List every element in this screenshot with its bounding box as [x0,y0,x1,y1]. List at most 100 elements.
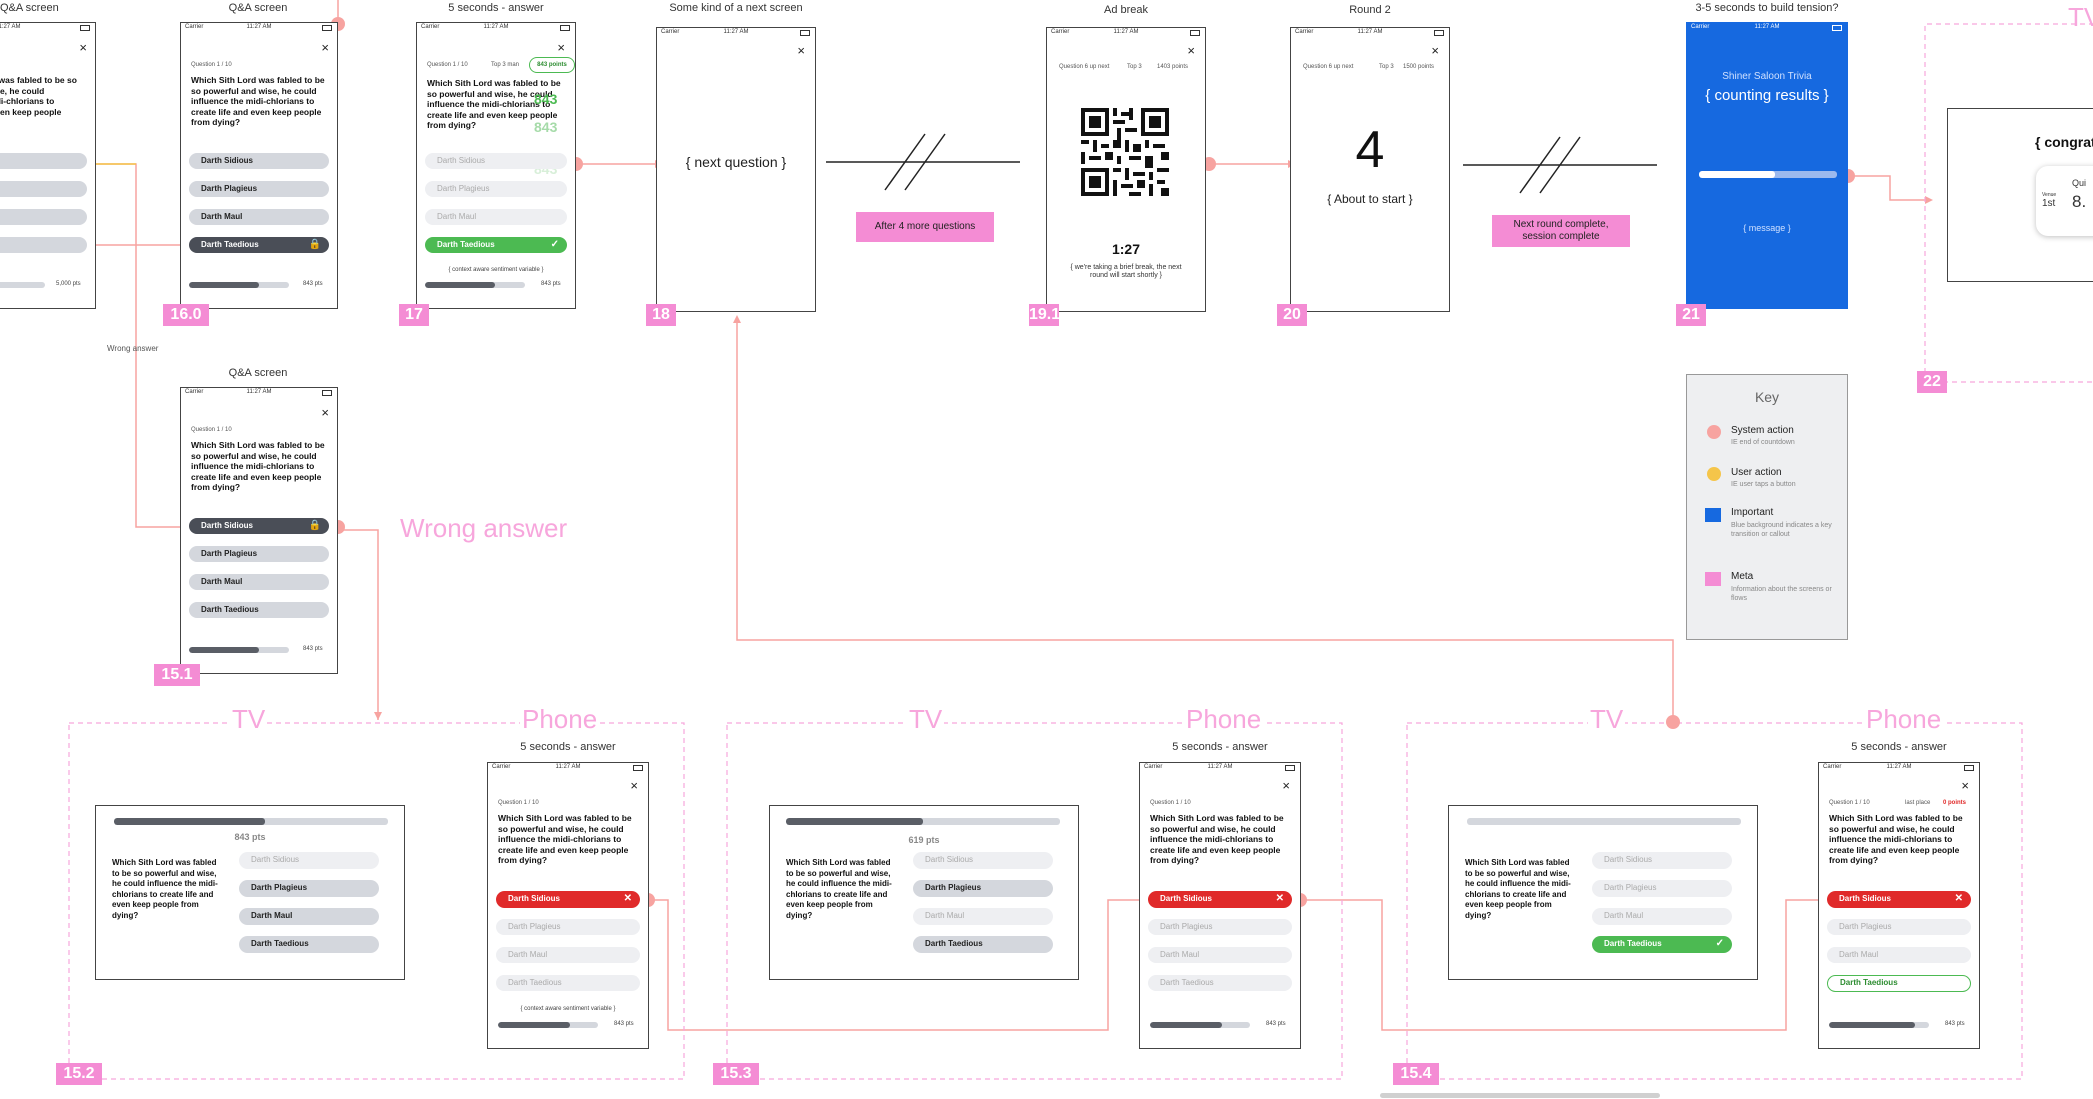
status-time: 11:27 AM [246,24,272,30]
answer-option: Darth Plagieus [496,919,640,935]
screen-badge: 20 [1277,304,1307,326]
qr-code-icon [1081,108,1169,196]
screen-badge: 16.0 [163,304,209,326]
answer-option: Darth Plagieus [1827,919,1971,935]
carrier-label: Carrier [661,29,680,35]
countdown-number: 4 [1355,121,1385,179]
tv-progress [786,818,1060,825]
close-icon[interactable]: × [321,40,329,55]
battery-icon [560,25,570,31]
answer-option-wrong: Darth Sidious✕ [1827,891,1971,908]
legend-key: Key System action IE end of countdown Us… [1686,374,1848,640]
answer-option[interactable]: Darth Maul [0,209,87,225]
quiz-label: Qui [2072,178,2087,188]
score-value: 8. [2072,192,2087,211]
screen-badge: 15.2 [56,1063,102,1085]
answer-option[interactable]: Darth Maul [189,574,329,590]
battery-icon [1190,30,1200,36]
answer-option[interactable]: Darth Maul [189,209,329,225]
screen-title: Q&A screen [0,2,59,14]
status-time: 11:27 AM [1113,29,1139,35]
wrong-answer-label: Wrong answer [107,344,159,353]
close-icon[interactable]: × [1431,43,1439,58]
status-time: 11:27 AM [0,24,21,30]
answer-option: Darth Taedious [496,975,640,991]
close-icon[interactable]: × [1961,778,1969,793]
answer-option[interactable]: Darth Plagieus [189,181,329,197]
status-time: 11:27 AM [1886,764,1912,770]
next-question-placeholder: { next question } [685,154,787,170]
key-sub: IE end of countdown [1731,439,1795,446]
answer-option-correct: Darth Taedious✓ [425,237,567,253]
battery-icon [1964,765,1974,771]
tv-screen-22: { congrat Qui Venue 1st 8. [1947,108,2093,282]
answer-option-correct: Darth Taedious [1827,975,1971,992]
tv-screen-15-3: 619 pts Which Sith Lord was fabled to be… [769,805,1079,980]
question-counter: Question 1 / 10 [427,62,468,68]
close-icon[interactable]: × [1282,778,1290,793]
carrier-label: Carrier [492,764,511,770]
system-action-swatch [1707,425,1721,439]
x-icon: ✕ [1275,893,1284,904]
lock-icon: 🔒 [308,520,321,531]
progress-bar [1150,1022,1250,1028]
screen-title: Some kind of a next screen [669,2,803,14]
close-icon[interactable]: × [79,40,87,55]
status-time: 11:27 AM [1754,24,1780,30]
key-label: Meta [1731,571,1754,582]
answer-option: Darth Sidious [425,153,567,169]
status-time: 11:27 AM [723,29,749,35]
check-icon: ✓ [1715,938,1724,949]
answer-option[interactable]: Darth Sidious [0,153,87,169]
question-counter: Question 1 / 10 [191,427,232,433]
carrier-label: Carrier [1823,764,1842,770]
carrier-label: Carrier [1691,24,1710,30]
battery-icon [633,765,643,771]
x-icon: ✕ [1954,893,1963,904]
close-icon[interactable]: × [797,43,805,58]
answer-option-selected[interactable]: Darth Sidious🔒 [189,518,329,534]
close-icon[interactable]: × [1187,43,1195,58]
context-line: { context aware sentiment variable } [448,267,544,273]
break-message: { we're taking a brief break, the next r… [1070,264,1182,279]
answer-option[interactable]: Darth Taedious [189,602,329,618]
tv-answer: Darth Maul [239,908,379,925]
answer-option-wrong: Darth Sidious✕ [1148,891,1292,908]
close-icon[interactable]: × [557,40,565,55]
answer-option[interactable]: Darth Plagieus [189,546,329,562]
progress-bar [0,282,45,288]
tv-points: 619 pts [908,835,940,845]
screen-badge: 15.4 [1393,1063,1439,1085]
meta-rank: Top 3 [1379,64,1394,70]
close-icon[interactable]: × [321,405,329,420]
tv-progress [1467,818,1741,825]
answer-option-selected[interactable]: Darth Taedious🔒 [189,237,329,253]
tv-answer: Darth Sidious [1592,852,1732,869]
answer-option[interactable]: Darth Plagieus [0,181,87,197]
counting-results: { counting results } [1705,87,1829,104]
screen-badge: 18 [646,304,676,326]
points-pill: 843 points [529,57,575,73]
answer-option[interactable]: Darth Taedious [0,237,87,253]
battery-icon [1832,25,1842,31]
status-time: 11:27 AM [1357,29,1383,35]
question-counter: Question 1 / 10 [1829,800,1870,806]
meta-next: Question 6 up next [1303,64,1354,70]
points-label: 843 pts [303,281,323,287]
horizontal-scrollbar[interactable] [1380,1093,1660,1098]
answer-option-wrong: Darth Sidious✕ [496,891,640,908]
screen-badge: 17 [399,304,429,326]
close-icon[interactable]: × [630,778,638,793]
answer-option[interactable]: Darth Sidious [189,153,329,169]
answer-label: Darth Sidious [508,894,561,903]
